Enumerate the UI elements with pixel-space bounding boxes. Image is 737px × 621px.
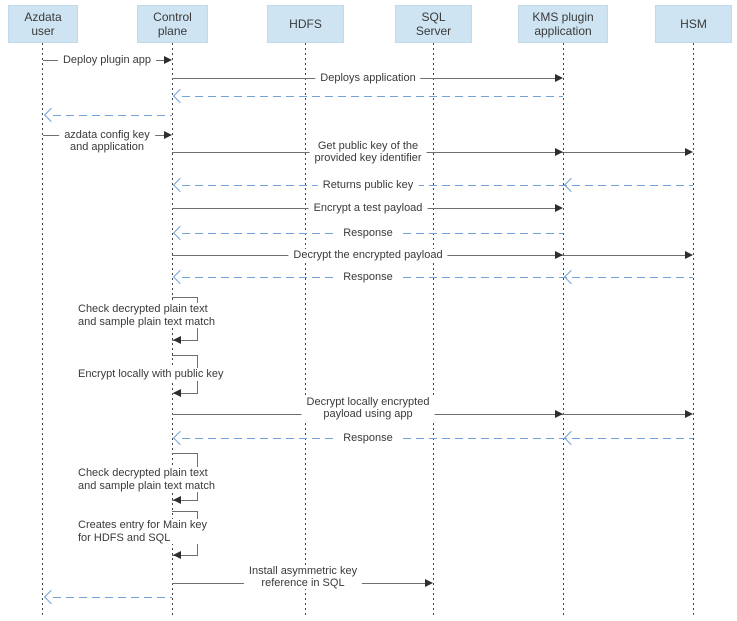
actor-label: user: [31, 24, 55, 38]
message-label: Decrypt locally encrypted payload using …: [301, 396, 435, 420]
arrowhead-right-icon: [555, 148, 563, 156]
return-line: [182, 277, 693, 278]
chevron-left-arrowhead-icon: [172, 177, 188, 193]
arrowhead-left-icon: [173, 551, 181, 559]
chevron-left-arrowhead-icon: [172, 430, 188, 446]
chevron-left-arrowhead-icon: [172, 225, 188, 241]
message-label-line: reference in SQL: [261, 577, 345, 589]
message-label: azdata config key and application: [59, 129, 155, 153]
arrowhead-left-icon: [173, 389, 181, 397]
chevron-left-arrowhead-icon: [563, 177, 579, 193]
lifeline-hsm: [693, 43, 694, 617]
message-label-line: Install asymmetric key: [248, 565, 358, 577]
actor-box-hdfs: HDFS: [267, 5, 344, 43]
actor-label: HDFS: [289, 17, 322, 31]
message-label: Response: [338, 271, 398, 283]
lifeline-azdata-user: [42, 43, 43, 617]
message-label-line: provided key identifier: [314, 152, 422, 164]
self-message-label: Encrypt locally with public key: [78, 368, 227, 381]
actor-label: KMS plugin: [532, 10, 594, 24]
chevron-left-arrowhead-icon: [43, 589, 59, 605]
lifeline-control-plane: [172, 43, 173, 617]
arrowhead-right-icon: [164, 56, 172, 64]
message-label-line: and sample plain text match: [78, 479, 215, 492]
chevron-left-arrowhead-icon: [43, 107, 59, 123]
arrowhead-right-icon: [555, 74, 563, 82]
return-line: [182, 96, 563, 97]
actor-box-hsm: HSM: [655, 5, 732, 43]
actor-box-sql-server: SQL Server: [395, 5, 472, 43]
message-label-line: and sample plain text match: [78, 315, 215, 328]
message-label: Deploys application: [315, 72, 421, 84]
message-label-line: Check decrypted plain text: [78, 303, 208, 315]
actor-label: application: [534, 24, 592, 38]
message-label-line: Check decrypted plain text: [78, 467, 208, 479]
message-label-line: for HDFS and SQL: [78, 531, 171, 544]
return-line: [182, 185, 693, 186]
lifeline-hdfs: [305, 43, 306, 617]
actor-box-azdata-user: Azdata user: [8, 5, 78, 43]
message-line: [172, 152, 685, 153]
actor-label: HSM: [680, 17, 707, 31]
arrowhead-right-icon: [685, 148, 693, 156]
arrowhead-right-icon: [685, 410, 693, 418]
chevron-left-arrowhead-icon: [563, 430, 579, 446]
arrowhead-right-icon: [555, 251, 563, 259]
arrowhead-right-icon: [555, 204, 563, 212]
message-label: Returns public key: [317, 179, 419, 191]
actor-label: Control: [153, 10, 192, 24]
arrowhead-right-icon: [425, 579, 433, 587]
arrowhead-left-icon: [173, 496, 181, 504]
message-label-line: Get public key of the: [317, 140, 419, 152]
return-line: [53, 597, 172, 598]
chevron-left-arrowhead-icon: [172, 269, 188, 285]
actor-label: Azdata: [24, 10, 62, 24]
arrowhead-right-icon: [555, 410, 563, 418]
chevron-left-arrowhead-icon: [563, 269, 579, 285]
arrowhead-right-icon: [164, 131, 172, 139]
message-label: Response: [338, 432, 398, 444]
message-label-line: payload using app: [323, 408, 413, 420]
message-label: Response: [338, 227, 398, 239]
actor-label: SQL: [421, 10, 446, 24]
self-message-label: Check decrypted plain text and sample pl…: [78, 467, 218, 492]
message-label-line: azdata config key: [64, 129, 150, 141]
lifeline-kms-plugin-application: [563, 43, 564, 617]
message-label-line: Decrypt locally encrypted: [306, 396, 430, 408]
arrowhead-left-icon: [173, 336, 181, 344]
message-label: Deploy plugin app: [57, 54, 157, 66]
message-label: Decrypt the encrypted payload: [288, 249, 448, 261]
message-label: Get public key of the provided key ident…: [309, 140, 427, 164]
message-label-line: and application: [69, 141, 144, 153]
return-line: [53, 115, 172, 116]
lifeline-sql-server: [433, 43, 434, 617]
actor-box-control-plane: Control plane: [137, 5, 208, 43]
message-label-line: Creates entry for Main key: [78, 519, 207, 531]
self-message-label: Creates entry for Main key for HDFS and …: [78, 519, 210, 544]
message-label: Install asymmetric key reference in SQL: [243, 565, 363, 589]
message-label: Encrypt a test payload: [308, 202, 428, 214]
return-line: [182, 438, 693, 439]
chevron-left-arrowhead-icon: [172, 88, 188, 104]
actor-label: plane: [157, 24, 188, 38]
actor-box-kms-plugin-application: KMS plugin application: [518, 5, 608, 43]
actor-label: Server: [415, 24, 452, 38]
arrowhead-right-icon: [685, 251, 693, 259]
self-message-label: Check decrypted plain text and sample pl…: [78, 303, 218, 328]
